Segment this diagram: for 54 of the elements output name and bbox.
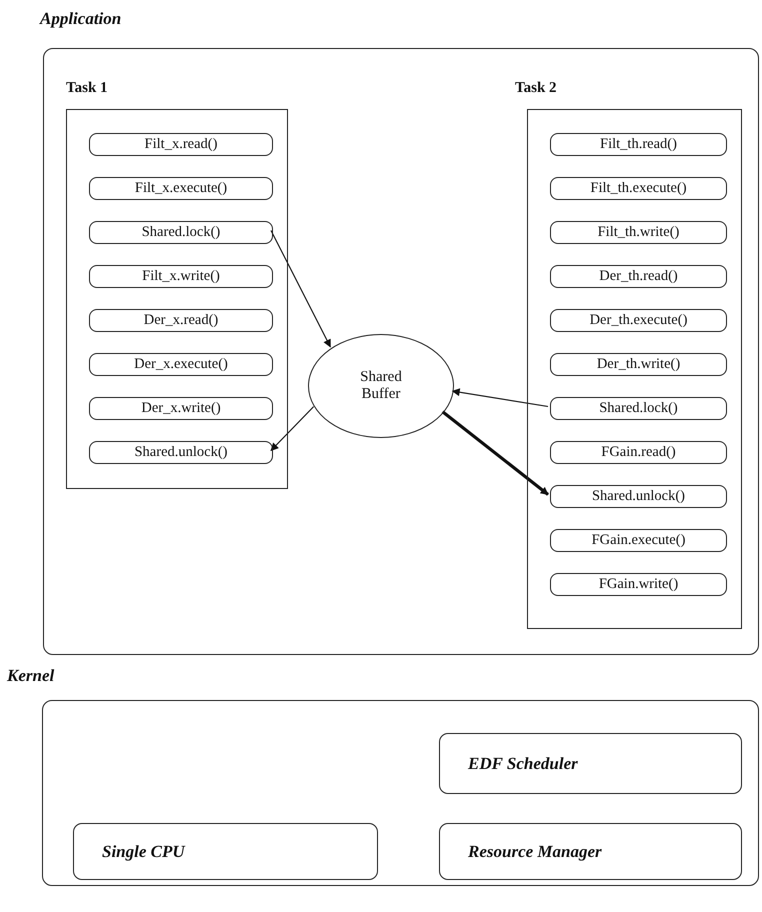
layer-heading: Kernel xyxy=(7,666,54,686)
node-label: FGain.write() xyxy=(598,576,678,593)
node-label: Resource Manager xyxy=(468,842,602,862)
method-box xyxy=(550,221,727,244)
node-label: Filt_x.execute() xyxy=(134,180,228,197)
arrow xyxy=(270,406,314,452)
method-box xyxy=(89,353,273,376)
node-label: Der_x.read() xyxy=(144,312,218,329)
method-box xyxy=(550,441,727,464)
node-label: Der_th.read() xyxy=(599,268,678,285)
module-box xyxy=(73,823,378,880)
method-box xyxy=(89,177,273,200)
task-heading: Task 1 xyxy=(66,80,108,97)
method-box xyxy=(550,529,727,552)
method-box xyxy=(89,265,273,288)
module-box xyxy=(439,823,742,880)
task-heading: Task 2 xyxy=(515,80,557,97)
node-label: Shared.lock() xyxy=(142,224,220,241)
node-label: Shared.lock() xyxy=(599,400,678,417)
layer-heading: Application xyxy=(40,9,122,29)
node-label: Filt_x.write() xyxy=(142,268,220,285)
arrow xyxy=(270,230,331,348)
method-box xyxy=(550,309,727,332)
method-box xyxy=(550,573,727,596)
arrow xyxy=(442,410,549,496)
method-box xyxy=(550,133,727,156)
node-label: Filt_th.read() xyxy=(600,136,677,153)
method-box xyxy=(89,221,273,244)
method-box xyxy=(550,177,727,200)
method-box xyxy=(89,397,273,420)
node-label: Single CPU xyxy=(102,842,185,862)
method-box xyxy=(550,353,727,376)
node-label: FGain.execute() xyxy=(592,532,686,549)
node-label: Der_th.write() xyxy=(596,356,680,373)
node-label: Der_x.write() xyxy=(141,400,221,417)
node-label: Filt_th.write() xyxy=(598,224,680,241)
method-box xyxy=(550,485,727,508)
node-label: Filt_th.execute() xyxy=(590,180,687,197)
node-label: EDF Scheduler xyxy=(468,754,578,774)
method-box xyxy=(550,265,727,288)
node-label: FGain.read() xyxy=(601,444,676,461)
node-label: Shared Buffer xyxy=(359,368,403,404)
node-label: Shared.unlock() xyxy=(134,444,228,461)
arrow xyxy=(452,388,548,408)
node-label: Der_x.execute() xyxy=(134,356,228,373)
method-box xyxy=(89,133,273,156)
module-box xyxy=(439,733,742,794)
method-box xyxy=(550,397,727,420)
buffer-ellipse xyxy=(308,334,454,438)
node-label: Shared.unlock() xyxy=(592,488,685,505)
node-label: Filt_x.read() xyxy=(144,136,218,153)
method-box xyxy=(89,441,273,464)
method-box xyxy=(89,309,273,332)
node-label: Der_th.execute() xyxy=(590,312,688,329)
